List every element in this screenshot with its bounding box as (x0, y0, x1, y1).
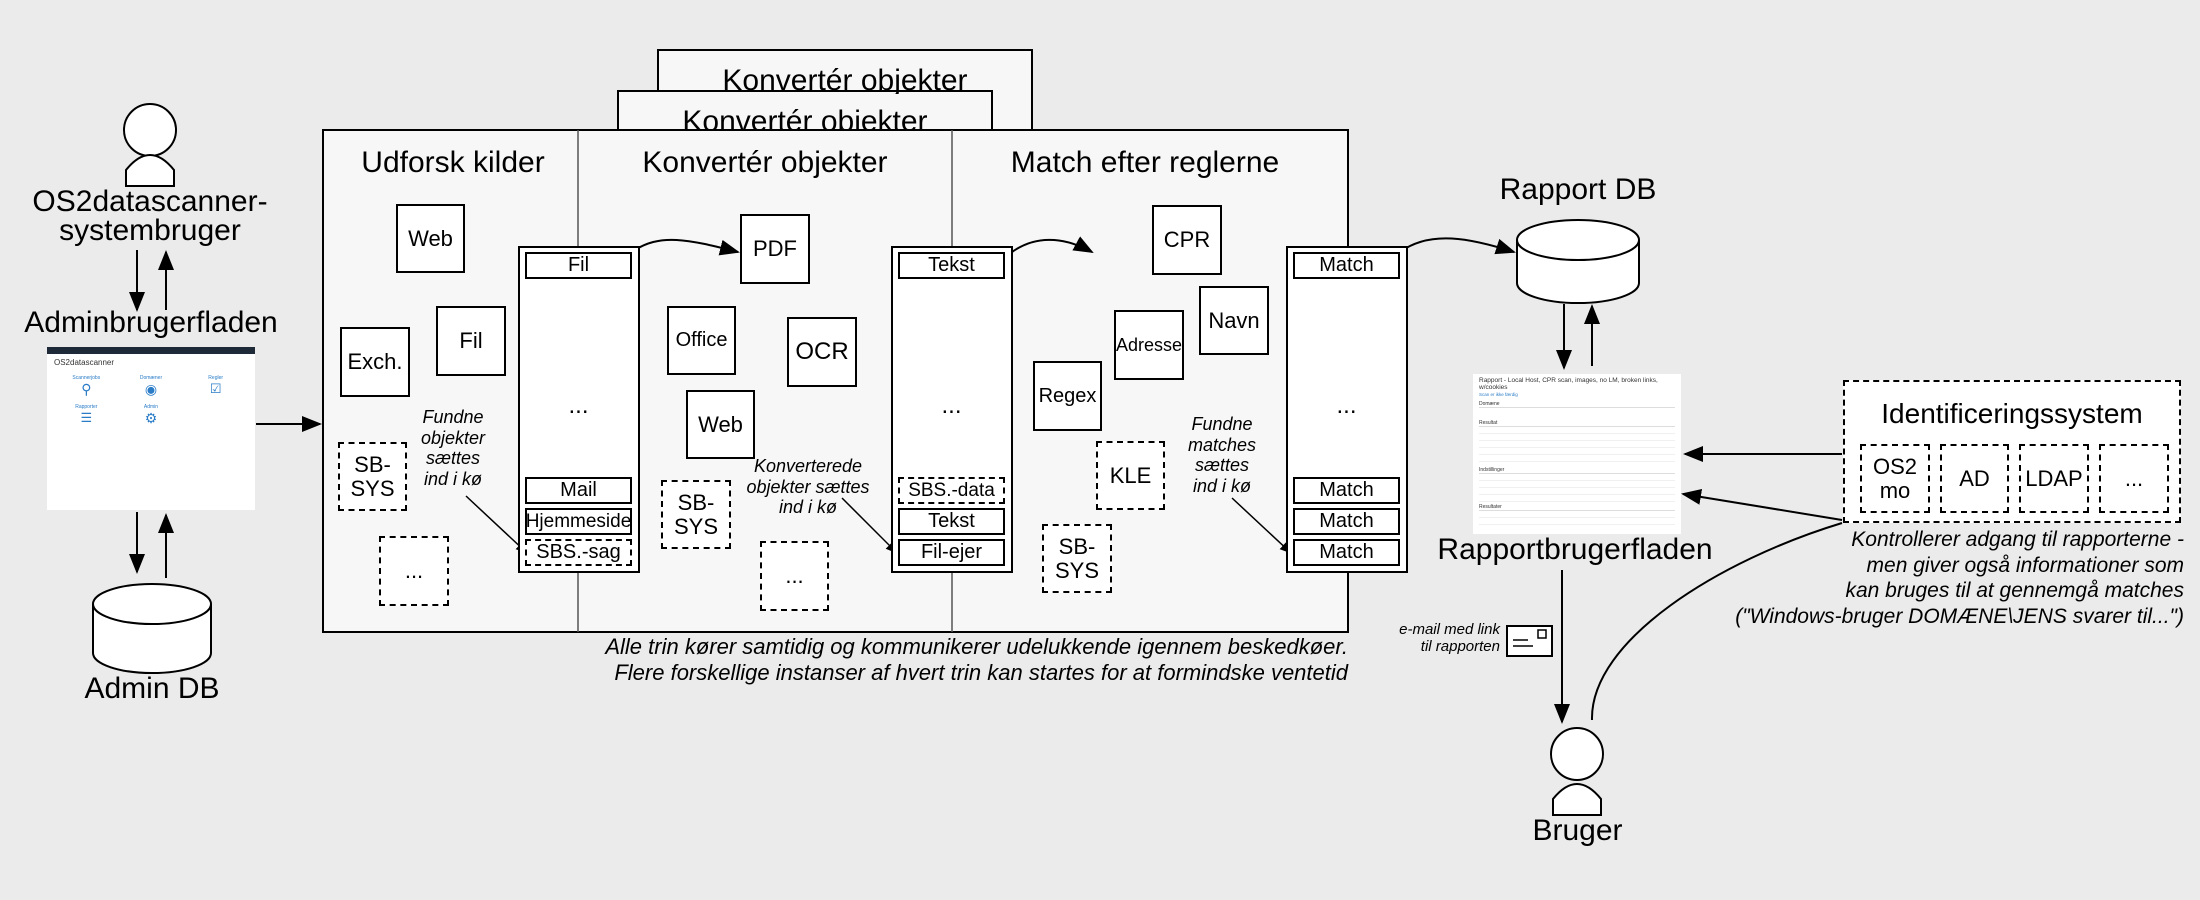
queue2-note: Konverterede objekter sættes ind i kø (746, 456, 870, 518)
stack-header-back: Konvertér objekter (722, 64, 968, 94)
report-section: Resultat (1479, 420, 1498, 427)
report-section: Domæne (1479, 401, 1500, 408)
queue3-item: Match (1293, 477, 1400, 504)
report-section: Indstillinger (1479, 467, 1505, 474)
queue1-item: Fil (525, 252, 632, 279)
admin-user-label: OS2datascanner- systembruger (32, 185, 268, 247)
email-note: e-mail med link til rapporten (1399, 621, 1500, 656)
admin-topbar (47, 347, 255, 354)
admin-tile[interactable]: Domæner ◉ (122, 375, 181, 398)
admin-user-head (123, 103, 177, 157)
report-section: Resultater (1479, 504, 1502, 511)
rule-regex: Regex (1033, 361, 1102, 431)
admin-tile[interactable]: Rapporter ☰ (57, 404, 116, 427)
converter-more: ... (760, 541, 829, 611)
stage-header-convert: Konvertér objekter (642, 146, 888, 179)
admin-db-top (92, 583, 212, 625)
admin-tile[interactable]: Admin ⚙ (122, 404, 181, 427)
admin-tile-label: Scannerjobs (72, 375, 101, 381)
checkbox-icon: ☑ (209, 381, 222, 396)
source-exchange: Exch. (340, 327, 410, 397)
search-icon: ⚲ (81, 381, 92, 397)
queue2-item: Fil-ejer (898, 539, 1005, 566)
stage-header-match: Match efter reglerne (1010, 146, 1280, 179)
source-fil: Fil (436, 306, 506, 376)
user-head (1550, 727, 1604, 781)
globe-icon: ◉ (144, 381, 158, 397)
admin-user-body (125, 154, 175, 187)
queue1-note: Fundne objekter sættes ind i kø (420, 407, 486, 490)
user-label: Bruger (1532, 814, 1623, 847)
identification-title: Identificeringssystem (1881, 398, 2143, 429)
admin-ui-label: Adminbrugerfladen (24, 306, 278, 339)
report-db-label: Rapport DB (1499, 173, 1657, 206)
source-web: Web (396, 204, 465, 273)
queue1-item: Mail (525, 477, 632, 504)
report-db-top (1516, 219, 1640, 261)
report-ui-label: Rapportbrugerfladen (1437, 533, 1713, 566)
rule-kle: KLE (1096, 441, 1165, 510)
stage-header-explore: Udforsk kilder (361, 146, 545, 179)
id-system-ldap: LDAP (2019, 444, 2089, 513)
queue3-item: Match (1293, 252, 1400, 279)
admin-tile-label: Regler (208, 375, 224, 381)
admin-heading: OS2datascanner (54, 358, 115, 367)
queue2-item: SBS.-data (898, 477, 1005, 504)
report-ui-screenshot: Rapport - Local Host, CPR scan, images, … (1473, 374, 1681, 534)
admin-tile-label: Rapporter (75, 404, 98, 410)
admin-tile[interactable]: Regler ☑ (186, 375, 245, 398)
queue1-item: SBS.-sag (525, 539, 632, 566)
rule-navn: Navn (1199, 286, 1269, 355)
queue3-ellipsis: ... (1336, 392, 1357, 419)
source-more: ... (379, 536, 449, 606)
converter-ocr: OCR (787, 317, 857, 387)
admin-tile[interactable]: Scannerjobs ⚲ (57, 375, 116, 398)
converter-web: Web (686, 390, 755, 459)
admin-arrows (129, 236, 1843, 724)
queue2-item: Tekst (898, 508, 1005, 535)
queue2-ellipsis: ... (941, 392, 962, 419)
queue1-item: Hjemmeside (525, 508, 632, 535)
queue3-item: Match (1293, 539, 1400, 566)
id-system-os2mo: OS2 mo (1860, 444, 1930, 513)
source-sbsys: SB- SYS (338, 442, 407, 511)
queue2-item: Tekst (898, 252, 1005, 279)
server-icon: ☰ (80, 410, 93, 425)
rule-cpr: CPR (1152, 205, 1222, 275)
converter-sbsys: SB- SYS (661, 480, 731, 549)
gear-icon: ⚙ (144, 410, 158, 426)
admin-ui-screenshot: OS2datascanner Scannerjobs ⚲ Domæner ◉ R… (47, 347, 255, 510)
rule-adresse: Adresse (1114, 310, 1184, 380)
queue1-ellipsis: ... (568, 392, 589, 419)
admin-db-label: Admin DB (84, 672, 220, 705)
pipeline-note: Alle trin kører samtidig og kommunikerer… (605, 634, 1348, 686)
queue3-item: Match (1293, 508, 1400, 535)
admin-tile-label: Domæner (139, 375, 163, 381)
admin-tile-label: Admin (143, 404, 159, 410)
queue3-note: Fundne matches sættes ind i kø (1187, 414, 1257, 497)
identification-note: Kontrollerer adgang til rapporterne - me… (1735, 528, 2184, 628)
stack-header-mid: Konvertér objekter (682, 105, 928, 129)
id-system-more: ... (2099, 444, 2169, 513)
converter-office: Office (667, 306, 736, 375)
report-sub: Scan er ikke færdig (1479, 392, 1518, 398)
id-system-ad: AD (1940, 444, 2009, 513)
envelope-icon (1506, 625, 1553, 657)
report-heading: Rapport - Local Host, CPR scan, images, … (1479, 377, 1658, 392)
rule-sbsys: SB- SYS (1042, 524, 1112, 593)
converter-pdf: PDF (740, 214, 810, 284)
user-body (1552, 783, 1602, 816)
